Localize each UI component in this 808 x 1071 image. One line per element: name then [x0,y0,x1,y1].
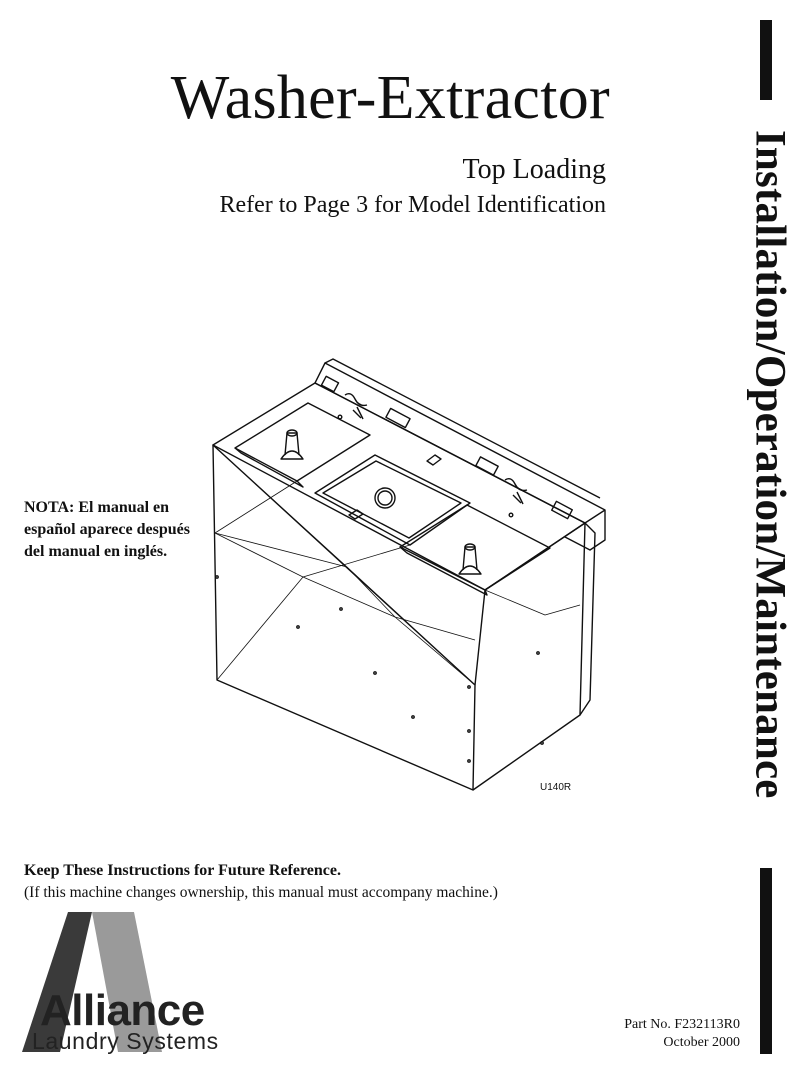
publication-date: October 2000 [663,1035,740,1050]
model-reference-text: Refer to Page 3 for Model Identification [219,192,606,218]
document-subtitle: Top Loading [462,154,606,185]
part-number: Part No. F232113R0 [624,1017,740,1032]
spanish-note-line-2: español aparece después [24,521,190,538]
washer-extractor-illustration [212,358,606,791]
spanish-note-line-1: NOTA: El manual en [24,499,170,516]
part-info: Part No. F232113R0 October 2000 [624,1016,740,1052]
brand-subline: Laundry Systems [32,1028,219,1054]
figure-id: U140R [540,782,572,793]
brand-name: Alliance [40,986,205,1035]
side-banner: Installation/Operation/Maintenance [746,0,794,1071]
spanish-note: NOTA: El manual en español aparece despu… [24,497,214,563]
side-banner-text: Installation/Operation/Maintenance [746,130,794,799]
keep-instructions: Keep These Instructions for Future Refer… [24,862,341,879]
side-banner-text-wrap: Installation/Operation/Maintenance [746,0,794,1071]
ownership-note: (If this machine changes ownership, this… [24,884,498,901]
side-banner-bar-bottom [760,868,772,1054]
document-title: Washer-Extractor [170,64,610,132]
alliance-logo-icon [22,912,162,1052]
side-banner-bar-top [760,20,772,100]
spanish-note-line-3: del manual en inglés. [24,543,168,560]
